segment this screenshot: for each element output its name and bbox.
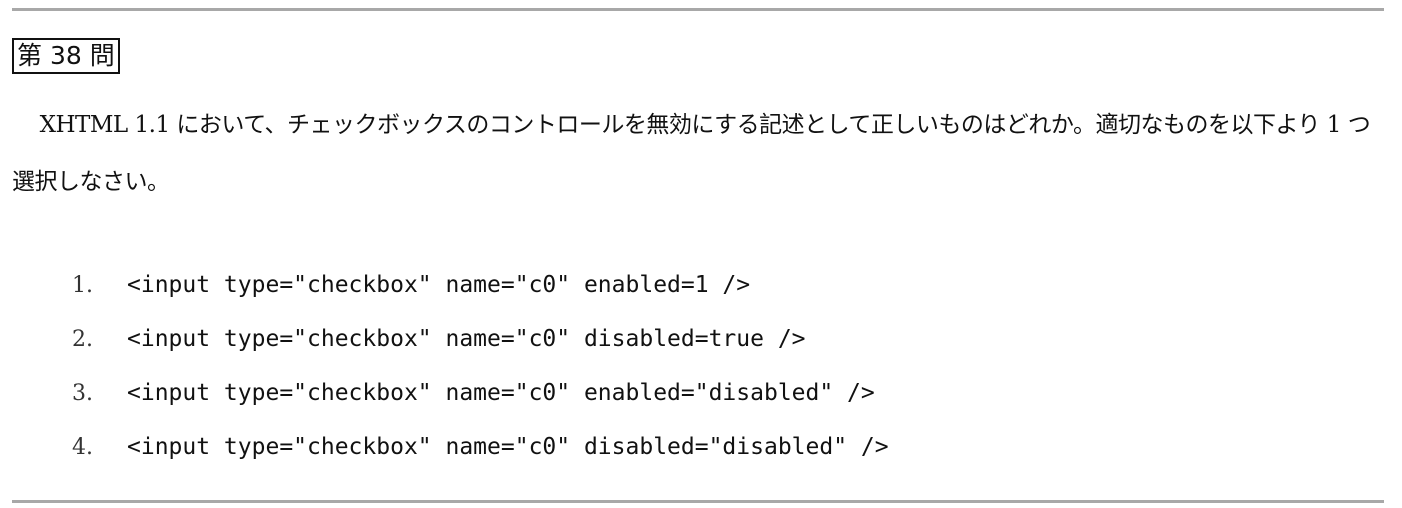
choice-number: 4.: [72, 434, 93, 460]
choice-number: 1.: [72, 272, 93, 298]
choice-code: <input type="checkbox" name="c0" disable…: [127, 326, 806, 352]
question-text: XHTML 1.1 において、チェックボックスのコントロールを無効にする記述とし…: [12, 112, 1371, 195]
choice-code: <input type="checkbox" name="c0" enabled…: [127, 380, 875, 406]
top-divider: [12, 8, 1384, 11]
choice-item-4: 4. <input type="checkbox" name="c0" disa…: [72, 420, 889, 474]
choice-list: 1. <input type="checkbox" name="c0" enab…: [72, 258, 889, 474]
choice-code: <input type="checkbox" name="c0" enabled…: [127, 272, 751, 298]
choice-number: 2.: [72, 326, 93, 352]
bottom-divider: [12, 500, 1384, 503]
choice-item-2: 2. <input type="checkbox" name="c0" disa…: [72, 312, 889, 366]
choice-item-3: 3. <input type="checkbox" name="c0" enab…: [72, 366, 889, 420]
question-number-box: 第 38 問: [12, 38, 120, 74]
choice-code: <input type="checkbox" name="c0" disable…: [127, 434, 889, 460]
choice-item-1: 1. <input type="checkbox" name="c0" enab…: [72, 258, 889, 312]
choice-number: 3.: [72, 380, 93, 406]
